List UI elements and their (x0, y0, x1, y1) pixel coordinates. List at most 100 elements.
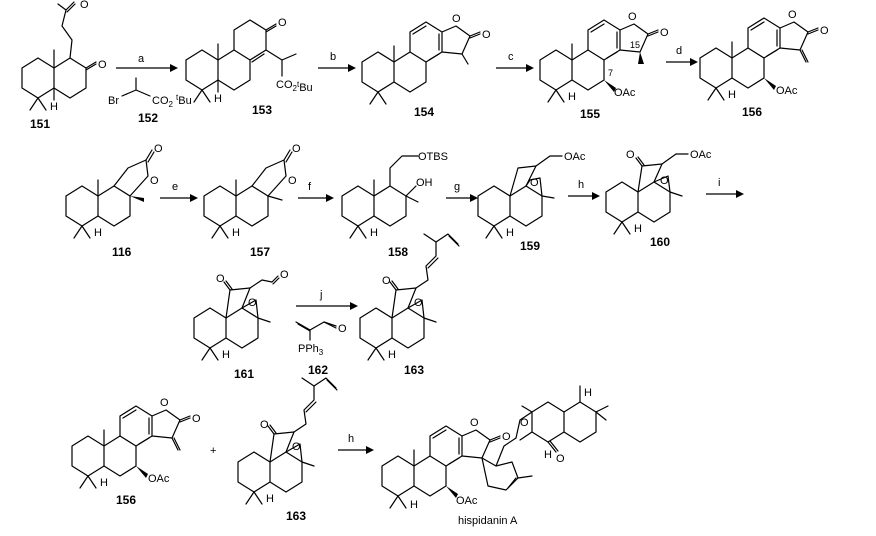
carbonyl-oxygen-label-157: O (292, 143, 301, 155)
arrow-step-g: g (446, 181, 478, 202)
compound-label-152: 152 (138, 111, 158, 125)
step-label-h2: h (348, 433, 354, 445)
h-label-155: H (568, 91, 576, 103)
ketone-oxygen-label-161: O (216, 273, 225, 285)
ether-oxygen-label-160: O (660, 175, 669, 187)
compound-label-156b: 156 (116, 493, 136, 507)
arrow-step-a: a (116, 53, 178, 72)
structure-163-bottom: O O H 163 (237, 377, 338, 523)
arrow-step-e: e (160, 181, 198, 202)
ether-oxygen-label-163b: O (292, 441, 301, 453)
lactone-oxygen-label-156: O (788, 9, 797, 21)
oac-label-159: OAc (564, 151, 586, 163)
ketone-oxygen-label: O (80, 0, 89, 11)
position-15-label: 15 (630, 40, 640, 50)
compound-label-163: 163 (404, 363, 424, 377)
structure-154: O O 154 (361, 13, 491, 119)
aldehyde-oxygen-label-162: O (338, 323, 347, 335)
ring-oxygen-label-157: O (288, 175, 297, 187)
compound-label-158: 158 (388, 245, 408, 259)
structure-151: O O H 151 (21, 0, 107, 131)
ketone-oxygen-label-160: O (626, 149, 635, 161)
compound-label-153: 153 (252, 103, 272, 117)
structure-156: O O OAc H 156 (699, 9, 829, 119)
compound-label-155: 155 (580, 107, 600, 121)
ring-oxygen-label-116: O (150, 175, 159, 187)
arrow-step-h: h (568, 179, 600, 200)
h-label-156b: H (100, 477, 108, 489)
carbonyl-oxygen-label-155: O (660, 27, 669, 39)
carbonyl-oxygen-label-154: O (482, 29, 491, 41)
h-label-157: H (232, 227, 240, 239)
step-label-c: c (508, 51, 514, 63)
arrow-step-f: f (298, 181, 334, 202)
arrow-step-j: j (296, 289, 358, 310)
position-7-label: 7 (608, 68, 613, 78)
step-label-e: e (172, 181, 178, 193)
ether-oxygen-label-159: O (530, 177, 539, 189)
ester-label-152: CO2 tBu (152, 93, 192, 109)
oh-label-158: OH (416, 177, 433, 189)
structure-162: O PPh3 162 (295, 321, 347, 377)
structure-hispidanin-a: O O OAc H O O H H hispidanin A (381, 385, 609, 527)
compound-label-157: 157 (250, 245, 270, 259)
ketone-oxygen-label-hisp: O (556, 453, 565, 465)
compound-label-151: 151 (30, 117, 50, 131)
ketone-oxygen-label-163b: O (260, 419, 269, 431)
carbonyl-oxygen-label-116: O (154, 143, 163, 155)
structure-156-bottom: O O OAc H 156 (71, 397, 201, 507)
step-label-g: g (454, 181, 460, 193)
h-label-163: H (388, 349, 396, 361)
lactone-oxygen-label-hisp: O (470, 417, 479, 429)
h-label-156: H (728, 89, 736, 101)
step-label-j: j (319, 289, 322, 301)
compound-label-156: 156 (742, 105, 762, 119)
structure-158: OTBS OH H 158 (341, 151, 448, 259)
structure-163: O O H 163 (359, 233, 460, 377)
step-label-f: f (308, 181, 312, 193)
otbs-label-158: OTBS (418, 151, 448, 163)
step-label-b: b (330, 51, 336, 63)
plus-sign: + (210, 445, 216, 457)
h-label-hisp-left: H (410, 499, 418, 511)
arrow-step-b: b (318, 51, 356, 72)
structure-161: O O O H 161 (193, 269, 289, 381)
step-label-i: i (718, 177, 720, 189)
h-label-163b: H (266, 493, 274, 505)
lactone-oxygen-label-156b: O (160, 397, 169, 409)
ether-oxygen-label-161: O (248, 297, 257, 309)
step-label-h: h (578, 179, 584, 191)
acetate-label-hisp: OAc (456, 495, 478, 507)
h-label-hisp-top: H (584, 387, 592, 399)
pph3-label-162: PPh3 (298, 343, 324, 357)
compound-label-163b: 163 (286, 509, 306, 523)
carbonyl-oxygen-label-hisp: O (502, 431, 511, 443)
structure-116: O O H 116 (65, 143, 163, 259)
ether-oxygen-label-hisp: O (520, 417, 529, 429)
compound-label-hispidanin-a: hispidanin A (458, 515, 518, 527)
arrow-step-h2: h (338, 433, 374, 454)
ester-label-153: CO2tBu (276, 79, 313, 94)
carbonyl-oxygen-label-156: O (820, 25, 829, 37)
acetate-label-155: OAc (614, 87, 636, 99)
arrow-step-d: d (666, 45, 698, 66)
structure-153: O CO2tBu H 153 (185, 17, 313, 117)
aldehyde-oxygen-label-161: O (280, 269, 289, 281)
structure-157: O O H 157 (203, 143, 301, 259)
step-label-a: a (138, 53, 145, 65)
arrow-step-i: i (706, 177, 744, 198)
lactone-oxygen-label-155: O (628, 11, 637, 23)
h-label-160: H (634, 223, 642, 235)
compound-label-154: 154 (414, 105, 434, 119)
ketone-oxygen-label-153: O (278, 17, 287, 29)
ether-oxygen-label-163: O (414, 297, 423, 309)
compound-label-162: 162 (308, 363, 328, 377)
lactone-oxygen-label-154: O (452, 13, 461, 25)
h-label-153: H (214, 93, 222, 105)
h-label-161: H (222, 349, 230, 361)
oac-label-160: OAc (690, 149, 712, 161)
carbonyl-oxygen-label-156b: O (192, 413, 201, 425)
structure-152: Br CO2 tBu 152 (108, 77, 192, 125)
h-label-116: H (94, 227, 102, 239)
